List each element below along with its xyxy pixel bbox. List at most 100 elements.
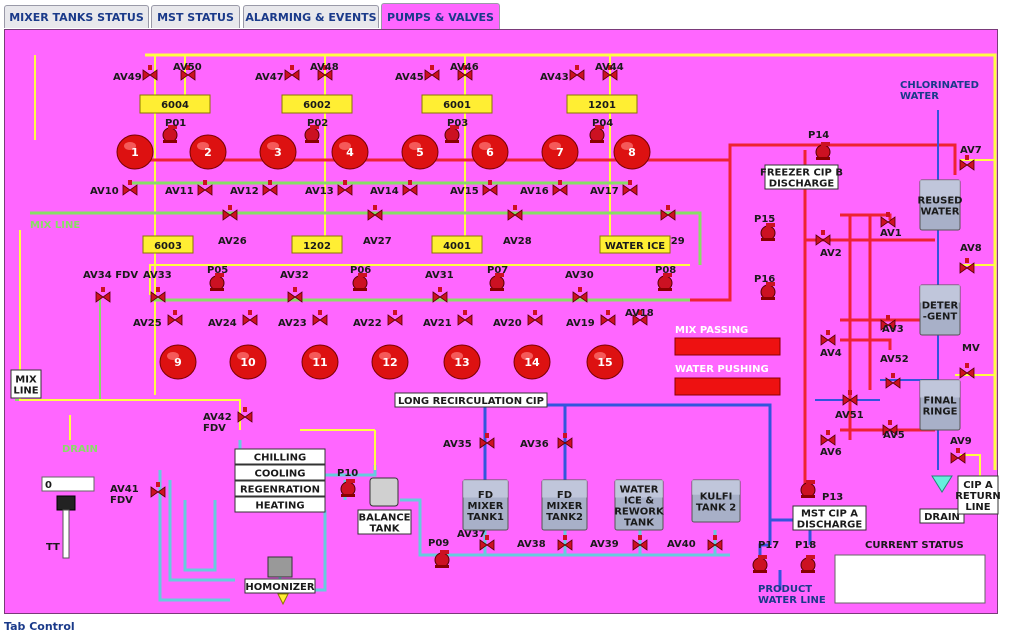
- tank-4[interactable]: 4: [331, 134, 369, 170]
- valve-av39[interactable]: [632, 535, 648, 551]
- valve-av11[interactable]: [197, 180, 213, 196]
- valve-av23[interactable]: [312, 310, 328, 326]
- homonizer-vessel[interactable]: [267, 556, 293, 578]
- valve-av18[interactable]: [632, 310, 648, 326]
- valve-av30[interactable]: [572, 287, 588, 303]
- valve-av3[interactable]: [880, 315, 896, 331]
- valve-av44[interactable]: [602, 65, 618, 81]
- valve-av40[interactable]: [707, 535, 723, 551]
- mid-header-1[interactable]: [291, 235, 343, 254]
- valve-av51[interactable]: [842, 390, 858, 406]
- tab-mst-status[interactable]: MST STATUS: [151, 5, 240, 28]
- valve-av34[interactable]: [95, 287, 111, 303]
- valve-av35[interactable]: [479, 433, 495, 449]
- valve-av48[interactable]: [317, 65, 333, 81]
- tank-5[interactable]: 5: [401, 134, 439, 170]
- valve-av10[interactable]: [122, 180, 138, 196]
- pump-p01[interactable]: [162, 125, 178, 143]
- tab-alarming-events[interactable]: ALARMING & EVENTS: [243, 5, 379, 28]
- tank-header-6001[interactable]: [421, 94, 493, 114]
- pump-p07[interactable]: [489, 273, 505, 291]
- tank-11[interactable]: 11: [301, 344, 339, 380]
- tank-9[interactable]: 9: [159, 344, 197, 380]
- pump-p04[interactable]: [589, 125, 605, 143]
- valve-av41[interactable]: [150, 482, 166, 498]
- pump-p13[interactable]: [800, 480, 816, 498]
- pump-p15[interactable]: [760, 223, 776, 241]
- valve-mv[interactable]: [959, 363, 975, 379]
- valve-av37[interactable]: [479, 535, 495, 551]
- tank-2[interactable]: 2: [189, 134, 227, 170]
- valve-av32[interactable]: [287, 287, 303, 303]
- valve-av5[interactable]: [882, 420, 898, 436]
- valve-av52[interactable]: [885, 373, 901, 389]
- valve-av29[interactable]: [660, 205, 676, 221]
- tank-14[interactable]: 14: [513, 344, 551, 380]
- valve-av19[interactable]: [600, 310, 616, 326]
- pump-p18[interactable]: [800, 555, 816, 573]
- valve-av27[interactable]: [367, 205, 383, 221]
- valve-av28[interactable]: [507, 205, 523, 221]
- tab-mixer-tanks-status[interactable]: MIXER TANKS STATUS: [4, 5, 149, 28]
- valve-av4[interactable]: [820, 330, 836, 346]
- valve-av16[interactable]: [552, 180, 568, 196]
- tank-header-1201[interactable]: [566, 94, 638, 114]
- valve-av33[interactable]: [150, 287, 166, 303]
- tank-8[interactable]: 8: [613, 134, 651, 170]
- valve-av6[interactable]: [820, 430, 836, 446]
- valve-av43[interactable]: [569, 65, 585, 81]
- valve-av47[interactable]: [284, 65, 300, 81]
- valve-av2[interactable]: [815, 230, 831, 246]
- pump-p03[interactable]: [444, 125, 460, 143]
- valve-av21[interactable]: [457, 310, 473, 326]
- tank-header-6004[interactable]: [139, 94, 211, 114]
- valve-av45[interactable]: [424, 65, 440, 81]
- mid-header-3[interactable]: [599, 235, 671, 254]
- tank-10[interactable]: 10: [229, 344, 267, 380]
- pump-p10[interactable]: [340, 479, 356, 497]
- valve-av49[interactable]: [142, 65, 158, 81]
- valve-av42[interactable]: [237, 407, 253, 423]
- tank-15[interactable]: 15: [586, 344, 624, 380]
- valve-av50[interactable]: [180, 65, 196, 81]
- tank-1[interactable]: 1: [116, 134, 154, 170]
- pump-p06[interactable]: [352, 273, 368, 291]
- valve-av36[interactable]: [557, 433, 573, 449]
- valve-av31[interactable]: [432, 287, 448, 303]
- valve-av20[interactable]: [527, 310, 543, 326]
- tank-3[interactable]: 3: [259, 134, 297, 170]
- valve-av1[interactable]: [880, 212, 896, 228]
- valve-av46[interactable]: [457, 65, 473, 81]
- tank-7[interactable]: 7: [541, 134, 579, 170]
- tab-pumps-valves[interactable]: PUMPS & VALVES: [381, 3, 500, 30]
- valve-av25[interactable]: [167, 310, 183, 326]
- mid-header-2[interactable]: [431, 235, 483, 254]
- tank-header-6002[interactable]: [281, 94, 353, 114]
- tank-6[interactable]: 6: [471, 134, 509, 170]
- tank-12[interactable]: 12: [371, 344, 409, 380]
- tank-13[interactable]: 13: [443, 344, 481, 380]
- pump-p08[interactable]: [657, 273, 673, 291]
- mid-header-0[interactable]: [142, 235, 194, 254]
- valve-av7[interactable]: [959, 155, 975, 171]
- valve-av14[interactable]: [402, 180, 418, 196]
- pump-p02[interactable]: [304, 125, 320, 143]
- pump-p17[interactable]: [752, 555, 768, 573]
- valve-av13[interactable]: [337, 180, 353, 196]
- valve-av26[interactable]: [222, 205, 238, 221]
- valve-av8[interactable]: [959, 258, 975, 274]
- pump-p16[interactable]: [760, 282, 776, 300]
- valve-av15[interactable]: [482, 180, 498, 196]
- pump-p14[interactable]: [815, 142, 831, 160]
- valve-av17[interactable]: [622, 180, 638, 196]
- valve-av22[interactable]: [387, 310, 403, 326]
- valve-label-av39: AV39: [590, 539, 619, 550]
- valve-av38[interactable]: [557, 535, 573, 551]
- pump-p05[interactable]: [209, 273, 225, 291]
- valve-av9[interactable]: [950, 448, 966, 464]
- valve-av24[interactable]: [242, 310, 258, 326]
- pump-p09[interactable]: [434, 550, 450, 568]
- balance-tank-vessel[interactable]: [369, 477, 399, 507]
- valve-av12[interactable]: [262, 180, 278, 196]
